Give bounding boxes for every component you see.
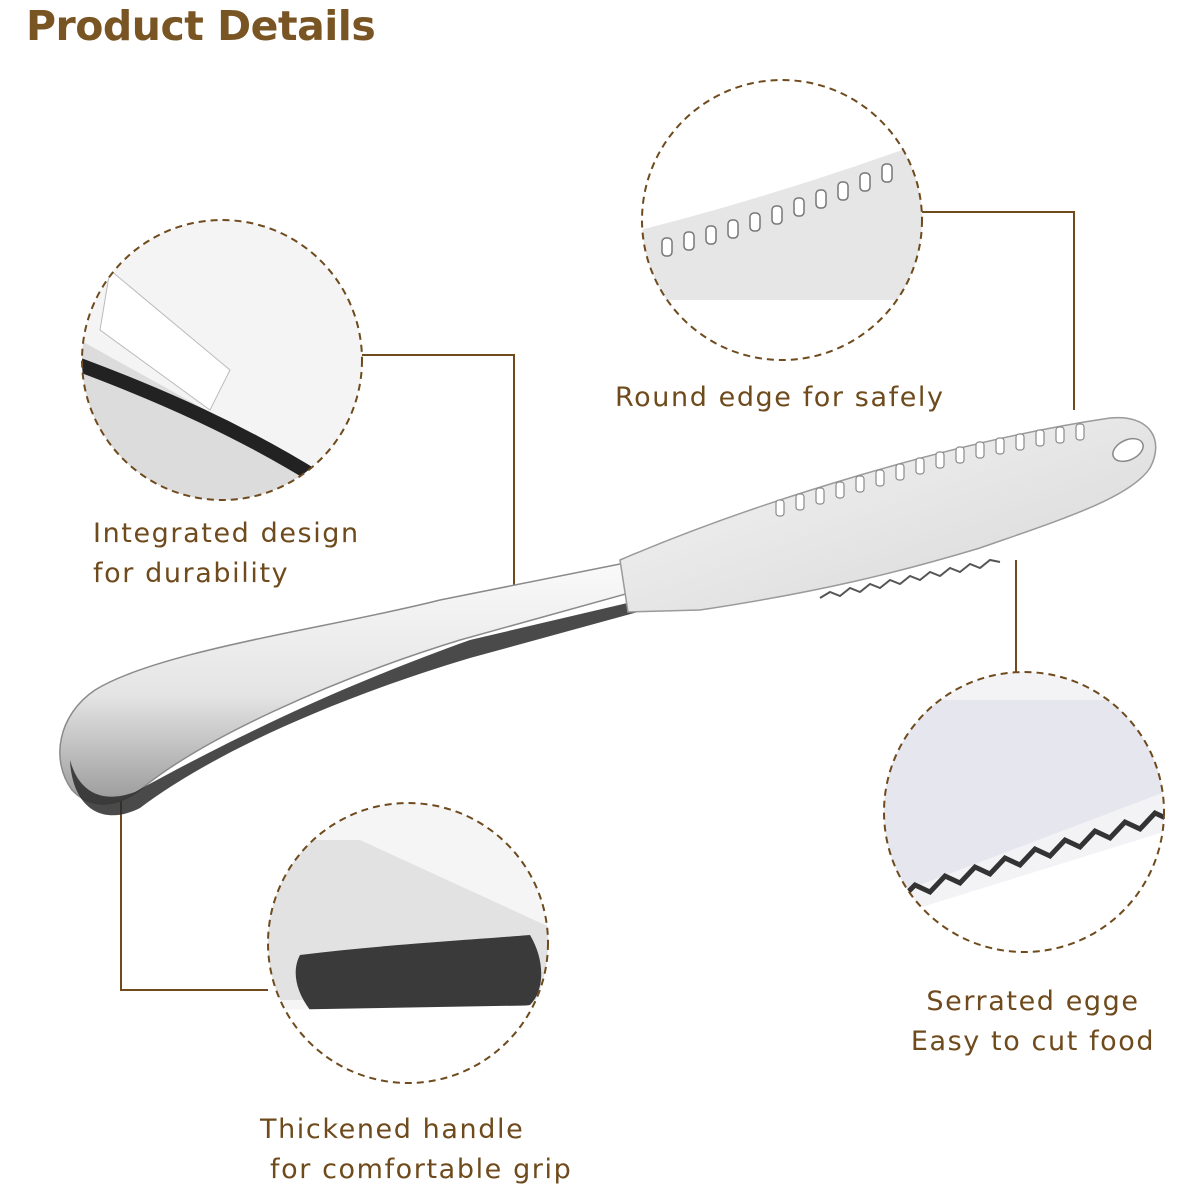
callout-integrated: Integrated design for durability	[93, 514, 360, 594]
callout-integrated-line-1: Integrated design	[93, 518, 360, 549]
callout-round-edge: Round edge for safely	[615, 378, 945, 418]
detail-circle-round-edge	[641, 79, 923, 361]
butter-knife	[59, 416, 1157, 816]
callout-integrated-line-2: for durability	[93, 558, 290, 589]
callout-serrated: Serrated egge Easy to cut food	[908, 982, 1158, 1062]
connector-lines	[120, 211, 1075, 991]
callout-handle: Thickened handle for comfortable grip	[260, 1110, 572, 1190]
detail-circle-handle	[267, 802, 549, 1084]
detail-circle-serrated	[883, 671, 1165, 953]
page-title: Product Details	[26, 2, 376, 50]
callout-handle-line-1: Thickened handle	[260, 1114, 525, 1145]
detail-circle-integrated	[81, 219, 363, 501]
callout-round-edge-line: Round edge for safely	[615, 382, 945, 413]
callout-serrated-line-2: Easy to cut food	[910, 1026, 1156, 1057]
callout-serrated-line-1: Serrated egge	[926, 986, 1140, 1017]
callout-handle-line-2: for comfortable grip	[270, 1154, 573, 1185]
